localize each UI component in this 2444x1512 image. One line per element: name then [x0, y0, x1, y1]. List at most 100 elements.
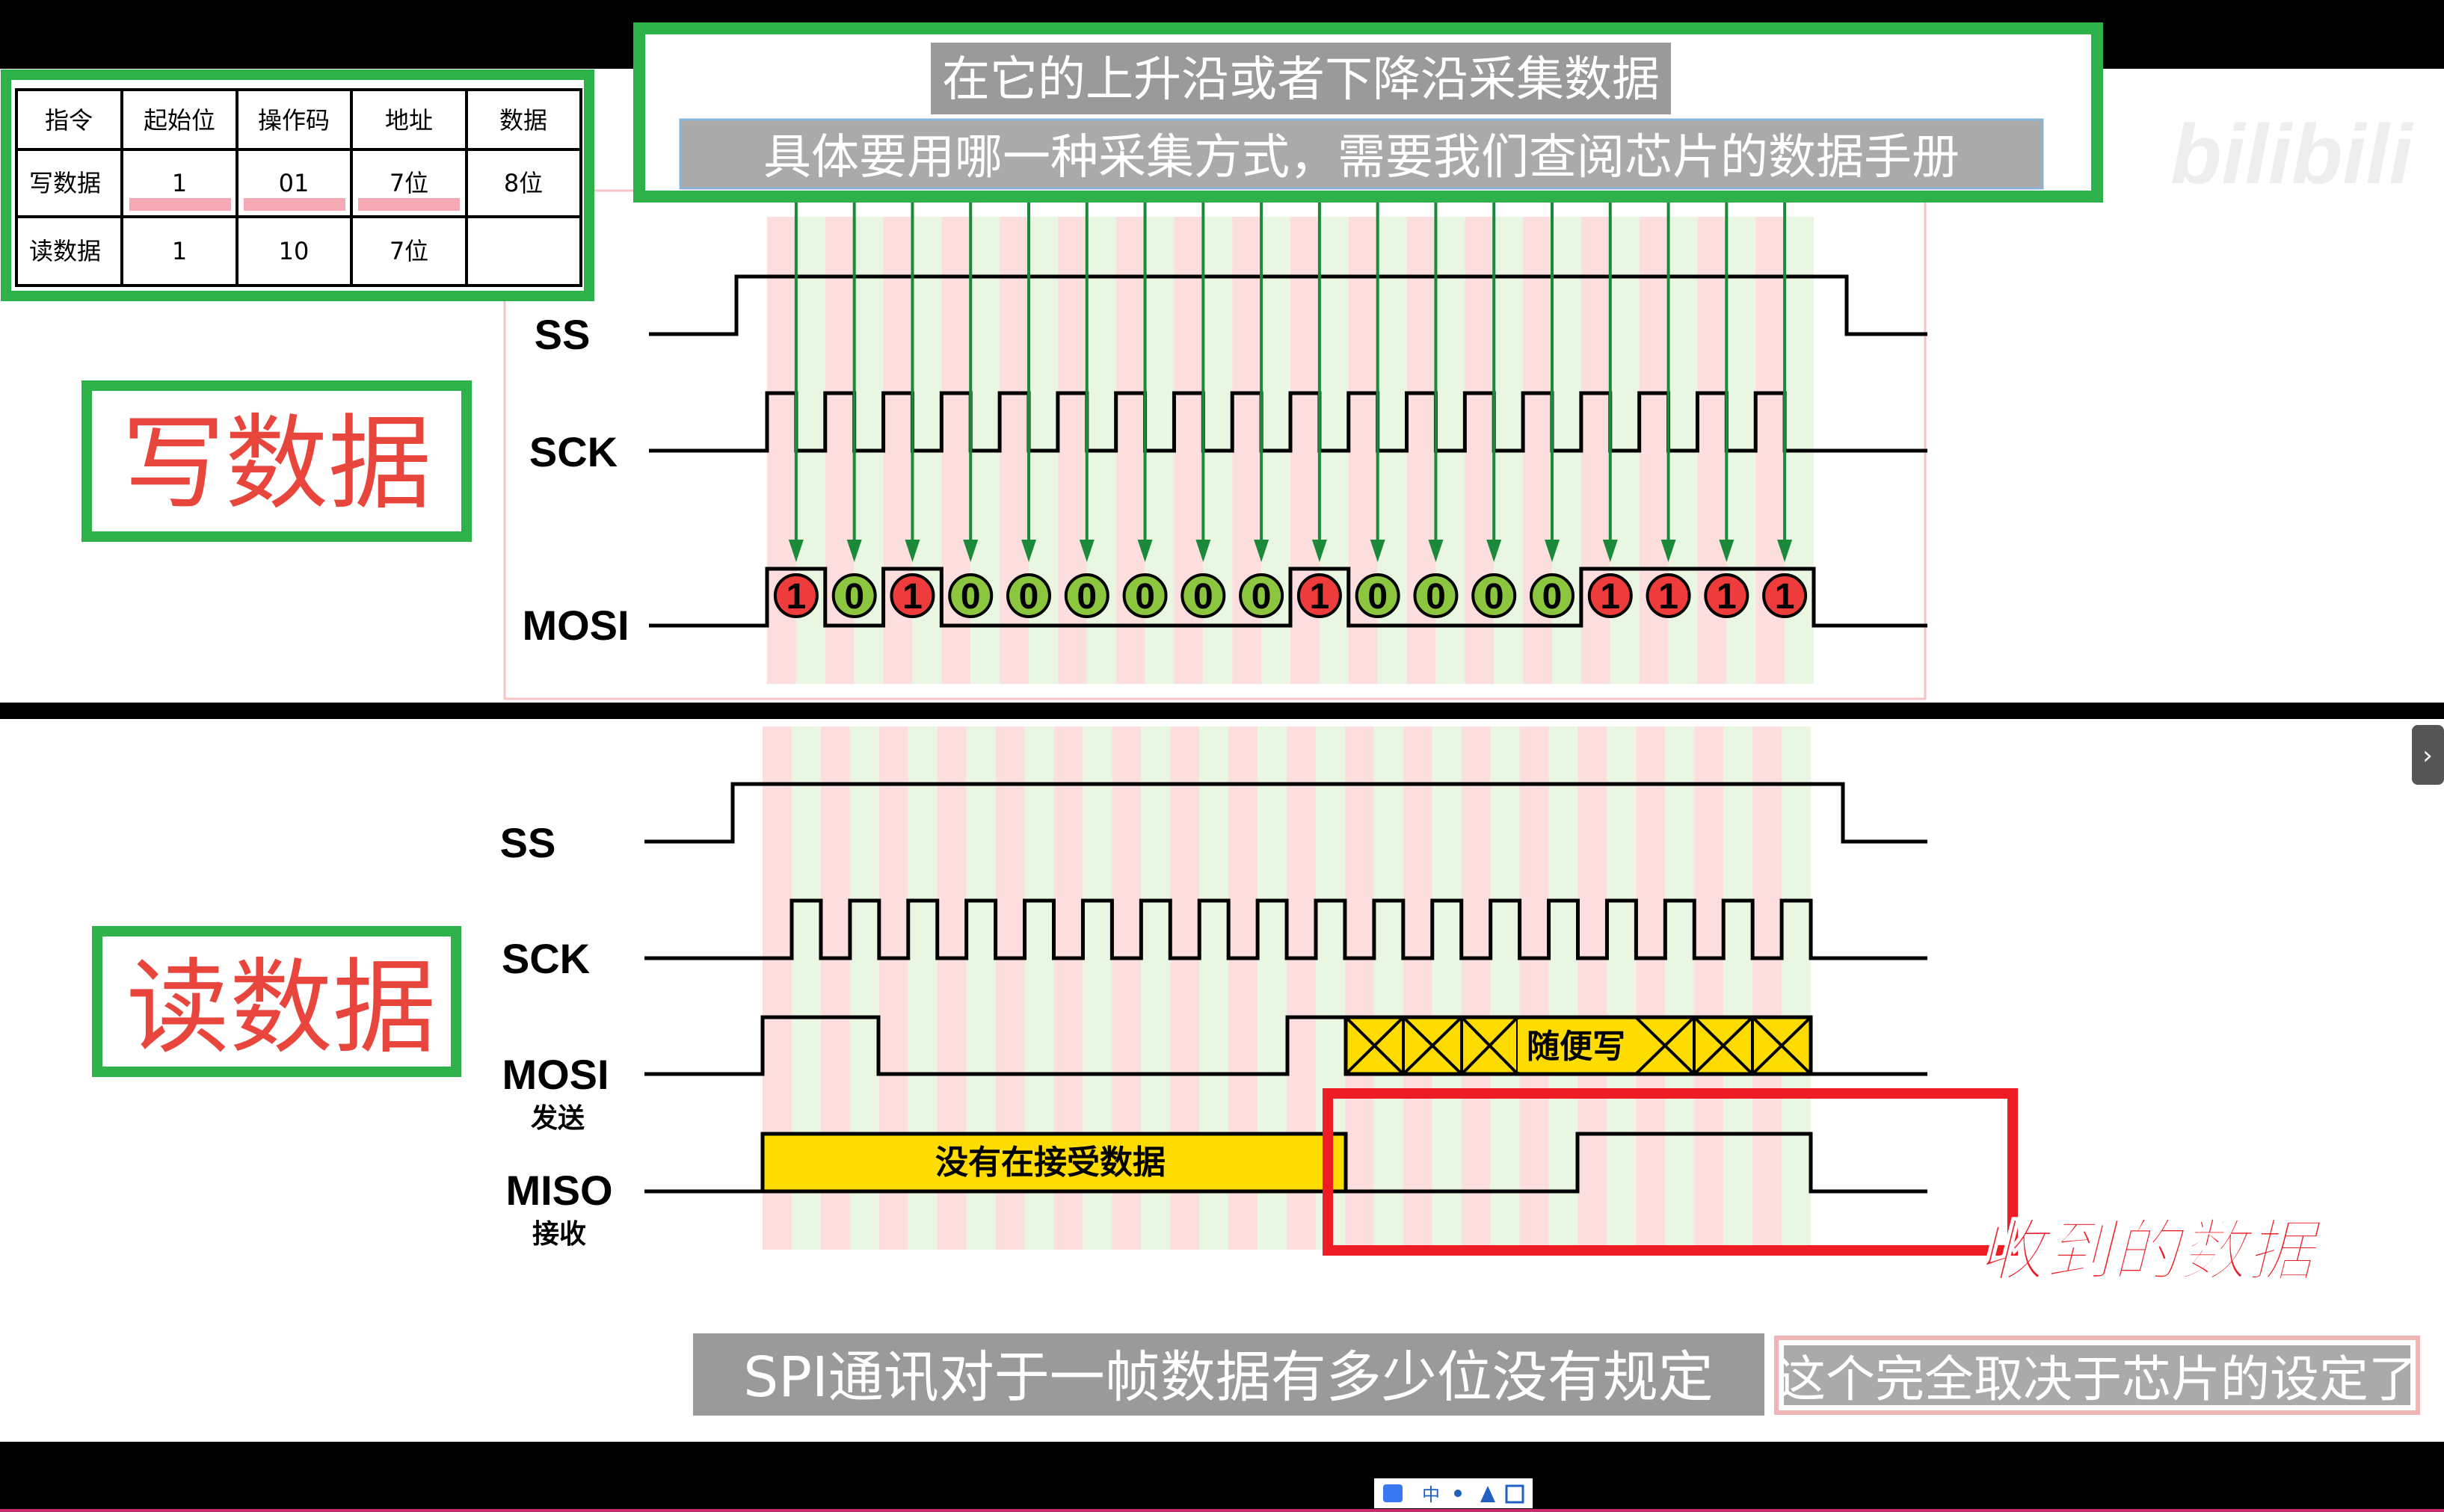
sample-arrow-head — [846, 540, 862, 562]
table-cell: 1 — [172, 169, 187, 197]
side-panel-toggle[interactable] — [2412, 725, 2444, 785]
caption-2: 具体要用哪一种采集方式，需要我们查阅芯片的数据手册 — [763, 130, 1960, 185]
dontcare-x-line — [1460, 1016, 1519, 1076]
table-highlight-address — [358, 198, 460, 211]
table-header-cell: 数据 — [499, 106, 547, 135]
bit-value: 1 — [1717, 577, 1737, 617]
write-sample-arrows — [788, 202, 1793, 562]
sample-arrow-head — [1137, 540, 1153, 562]
sample-arrow-head — [1719, 540, 1734, 562]
caption-1-bg — [931, 43, 1671, 114]
read-ss-label: SS — [500, 819, 556, 866]
chevron-right-icon: › — [2422, 741, 2433, 771]
ime-mode-label[interactable]: 中 — [1422, 1484, 1440, 1505]
bottom-black-band — [0, 1442, 2444, 1512]
bit-value: 0 — [1484, 577, 1504, 617]
bottom-caption-left-bg — [693, 1333, 1764, 1416]
sample-arrow-head — [963, 540, 979, 562]
dontcare-x-line — [1344, 1016, 1405, 1076]
read-mosi-label: MOSI — [502, 1051, 609, 1098]
read-stripe — [1752, 726, 1782, 1250]
sample-arrow-head — [1079, 540, 1095, 562]
table-highlight-start — [129, 198, 231, 211]
write-ss-waveform — [649, 274, 1927, 336]
received-data-label: 收到的数据 — [1977, 1212, 2324, 1291]
dontcare-x-line — [1751, 1016, 1812, 1076]
bottom-caption-right-bg — [1784, 1345, 2410, 1405]
read-sck-waveform — [644, 898, 1927, 960]
write-signals — [649, 274, 1927, 628]
bit-value: 0 — [1426, 577, 1446, 617]
read-stripe — [1577, 726, 1607, 1250]
sample-arrow-head — [1021, 540, 1036, 562]
bit-circle — [1355, 573, 1400, 618]
write-mosi-waveform — [649, 567, 1927, 628]
ime-punctuation-icon[interactable] — [1454, 1490, 1462, 1497]
read-mosi-waveform — [644, 1015, 1346, 1076]
table-green-frame — [1, 70, 594, 301]
bit-circle — [773, 573, 819, 618]
video-progress-bar — [0, 1509, 2444, 1512]
table-header-cell: 地址 — [385, 106, 433, 135]
bit-value: 1 — [1775, 577, 1795, 617]
sample-arrow-head — [1602, 540, 1618, 562]
bilibili-watermark: bilibili — [2170, 108, 2414, 201]
ime-grid-icon[interactable] — [1505, 1484, 1524, 1504]
sample-arrow-head — [1777, 540, 1793, 562]
bit-circle — [1181, 573, 1226, 618]
bit-circle — [1704, 573, 1749, 618]
ime-keyboard-icon[interactable] — [1480, 1486, 1495, 1502]
bit-value: 0 — [961, 577, 981, 617]
sample-arrow-head — [1660, 540, 1676, 562]
table-header-cell: 操作码 — [258, 106, 330, 135]
miso-idle-block — [760, 1132, 1348, 1194]
ime-tray[interactable]: 中 — [1374, 1478, 1533, 1508]
bit-value: 0 — [1077, 577, 1097, 617]
section-separator — [0, 703, 2444, 719]
bit-circle — [831, 573, 877, 618]
bit-value: 1 — [1600, 577, 1620, 617]
read-stripe — [1548, 726, 1578, 1250]
bit-value: 0 — [1019, 577, 1039, 617]
bit-value: 0 — [1542, 577, 1563, 617]
table-header-cell: 指令 — [45, 106, 93, 135]
read-signals — [644, 782, 1927, 960]
read-stripe — [1519, 726, 1549, 1250]
read-stripe — [1694, 726, 1724, 1250]
bit-value: 0 — [1252, 577, 1272, 617]
bottom-caption-right: 这个完全取决于芯片的设定了 — [1776, 1351, 2418, 1408]
mosi-dontcare-label: 随便写 — [1527, 1028, 1625, 1066]
read-miso-sublabel: 接收 — [532, 1219, 586, 1250]
dontcare-label-bg — [1518, 1019, 1636, 1072]
bit-value: 0 — [1193, 577, 1213, 617]
bit-value: 1 — [902, 577, 923, 617]
table-cell: 7位 — [390, 169, 428, 197]
sample-arrow-head — [1311, 540, 1327, 562]
bit-circle — [1646, 573, 1691, 618]
ime-logo-icon — [1383, 1484, 1403, 1502]
table-header-cell: 起始位 — [144, 106, 215, 135]
bit-circle — [1064, 573, 1109, 618]
read-sck-label: SCK — [502, 935, 590, 982]
read-stripe — [1723, 726, 1753, 1250]
read-stripe — [1403, 726, 1432, 1250]
read-stripe — [1782, 726, 1811, 1250]
read-stripe — [1344, 726, 1374, 1250]
table-border — [15, 88, 582, 287]
read-title: 读数据 — [126, 948, 436, 1068]
bit-circle — [890, 573, 935, 618]
bit-circle — [1122, 573, 1168, 618]
bit-circle — [1471, 573, 1517, 618]
bottom-caption-left: SPI通讯对于一帧数据有多少位没有规定 — [743, 1345, 1713, 1410]
read-stripe — [1636, 726, 1666, 1250]
bit-circle — [948, 573, 994, 618]
table-cell: 8位 — [504, 169, 543, 197]
table-cell: 01 — [279, 169, 310, 197]
read-stripe — [1665, 726, 1695, 1250]
table-highlight-opcode — [244, 198, 345, 211]
bit-circle — [1239, 573, 1284, 618]
write-sck-waveform — [649, 391, 1927, 453]
